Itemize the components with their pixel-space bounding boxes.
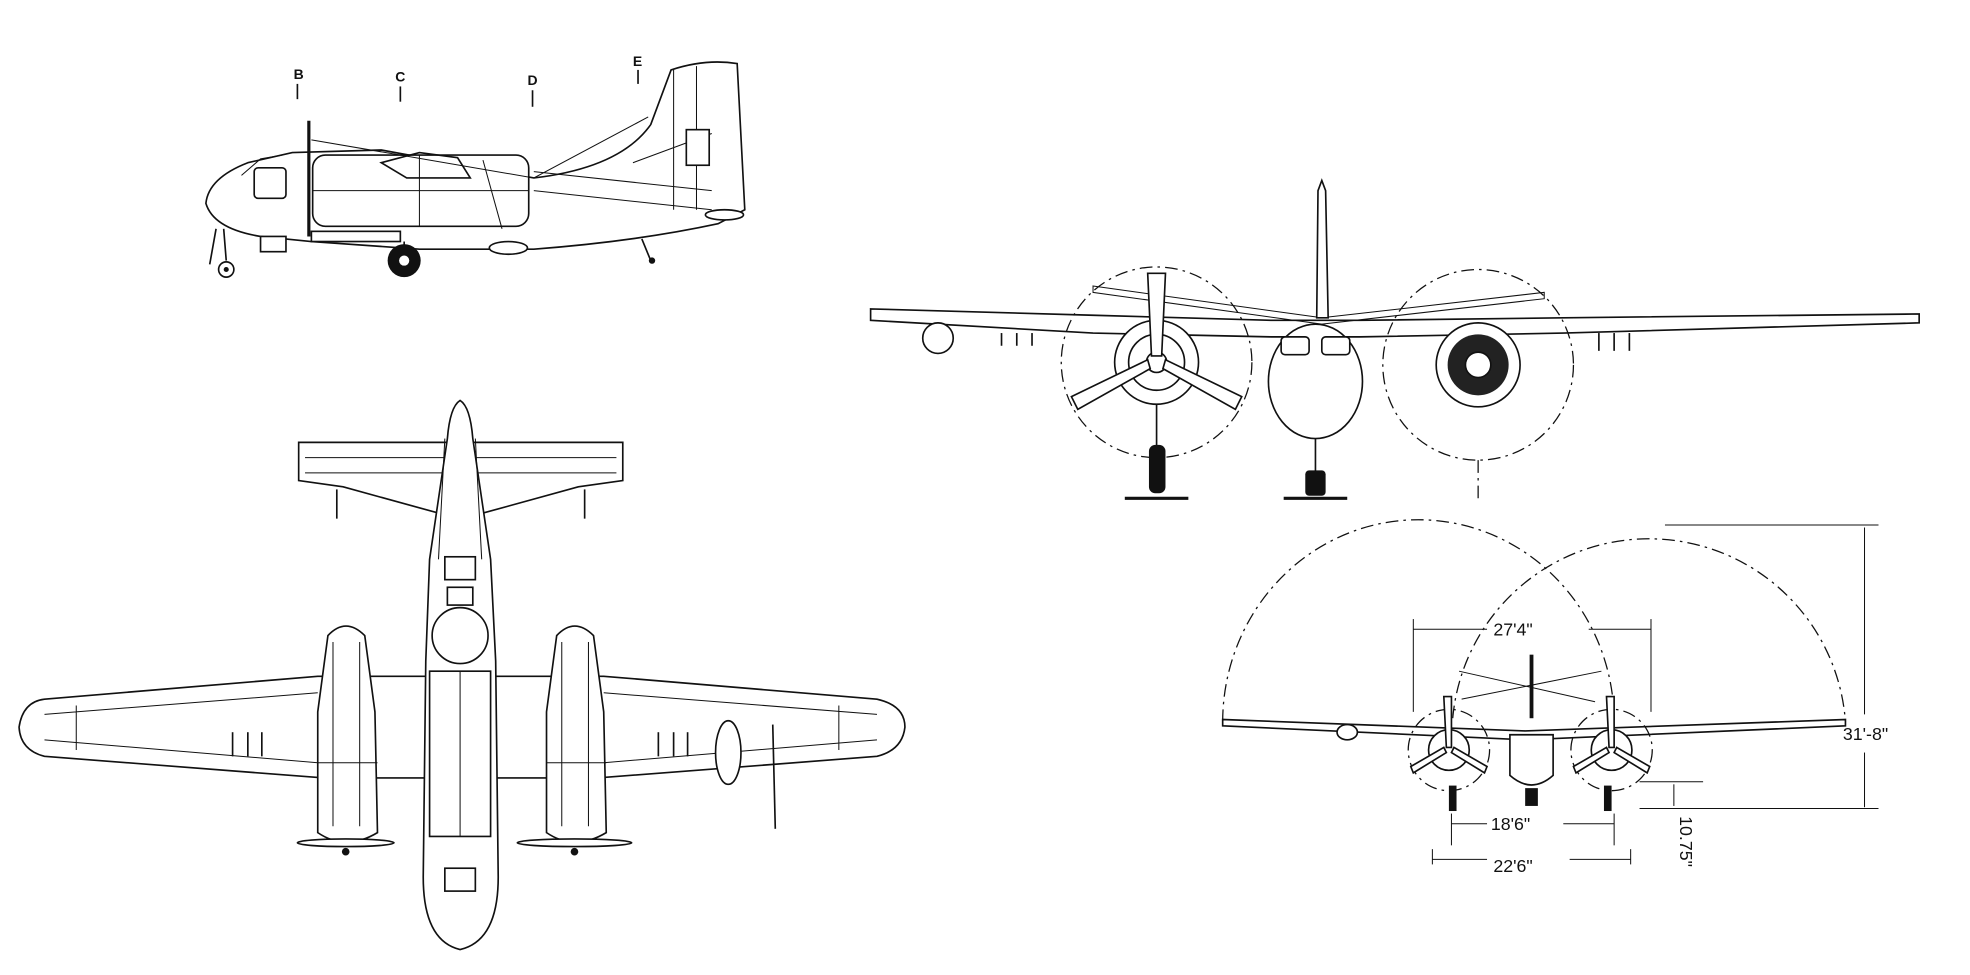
side-view: B C D E bbox=[205, 53, 746, 278]
dimension-prop-clearance: 27'4" bbox=[1493, 620, 1532, 640]
dimensioned-front-view: 27'4" 31'-8" 18'6" 10.75" 22'6" bbox=[1221, 519, 1888, 876]
front-left-propeller bbox=[1070, 272, 1243, 411]
top-left-nacelle bbox=[296, 625, 395, 856]
dimension-folded-height: 31'-8" bbox=[1843, 724, 1888, 744]
dimension-ground-clearance: 10.75" bbox=[1676, 816, 1696, 867]
top-view bbox=[18, 399, 906, 951]
station-label-c: C bbox=[395, 68, 405, 84]
dimension-gear-track: 18'6" bbox=[1491, 814, 1530, 834]
station-label-d: D bbox=[527, 72, 537, 88]
front-view bbox=[869, 178, 1920, 503]
front-vertical-fin bbox=[1315, 178, 1330, 319]
station-label-e: E bbox=[633, 53, 642, 69]
top-right-nacelle bbox=[516, 625, 633, 856]
dimension-folded-span: 22'6" bbox=[1493, 856, 1532, 876]
station-label-b: B bbox=[294, 66, 304, 82]
side-cockpit-window bbox=[253, 166, 287, 200]
front-wing bbox=[869, 308, 1920, 338]
